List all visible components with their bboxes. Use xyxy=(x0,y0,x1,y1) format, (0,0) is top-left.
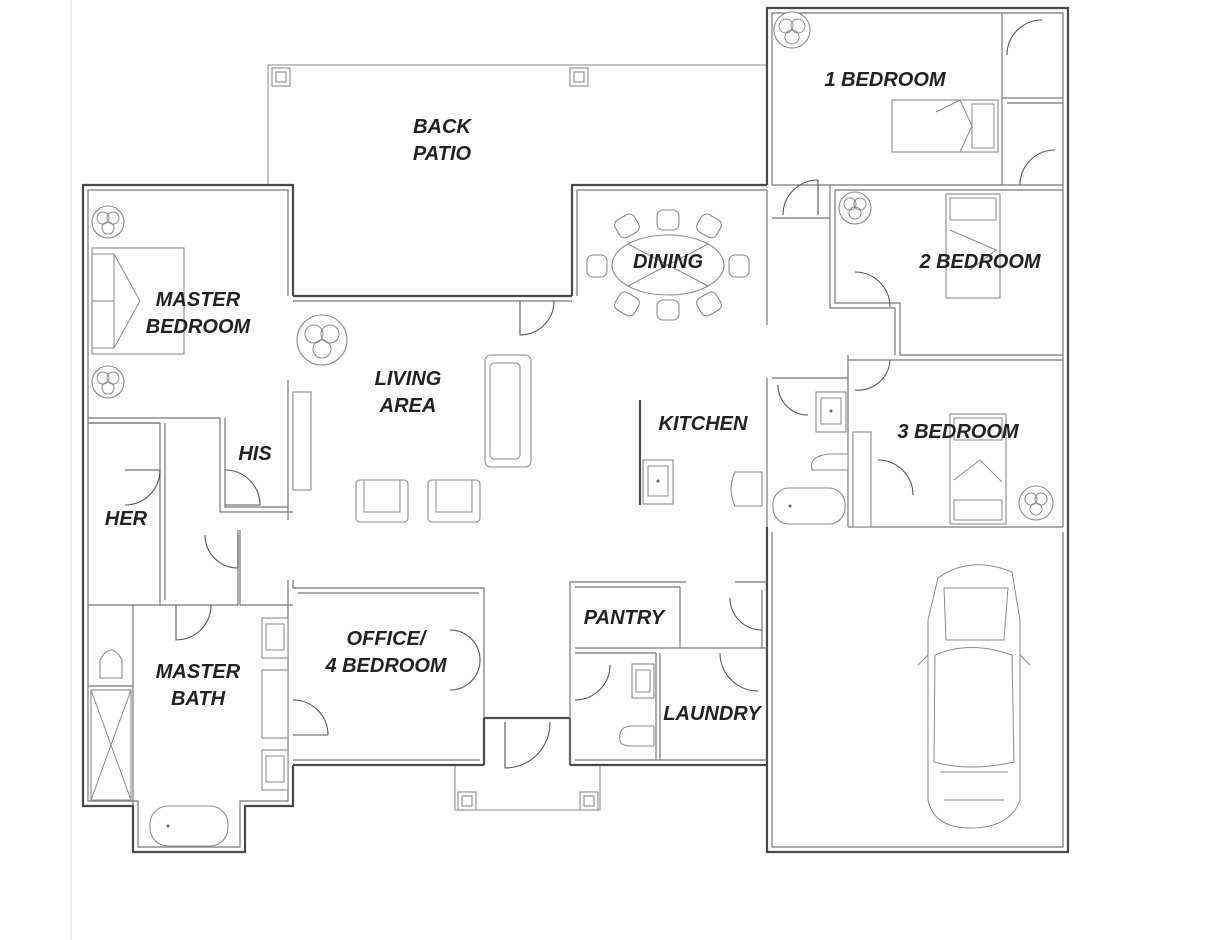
room-label-bedroom-2: 2 BEDROOM xyxy=(918,251,1041,273)
bed-2 xyxy=(945,193,1001,299)
master-bath-fixtures xyxy=(90,617,289,847)
doors xyxy=(124,19,1056,769)
room-label-dining: DINING xyxy=(633,251,703,273)
exterior-walls xyxy=(81,6,1070,854)
kitchen-island xyxy=(642,459,674,505)
master-bed xyxy=(91,247,185,355)
room-label-master-bedroom-1: MASTER xyxy=(156,289,241,311)
hall-bath-fixtures xyxy=(772,391,849,525)
room-label-office-1: OFFICE/ xyxy=(347,628,428,650)
armchair xyxy=(355,479,409,523)
room-label-office-2: 4 BEDROOM xyxy=(324,655,447,677)
armchair xyxy=(427,479,481,523)
room-label-back-patio-2: PATIO xyxy=(413,143,472,165)
room-label-kitchen: KITCHEN xyxy=(659,413,748,435)
plant-icon xyxy=(91,365,125,399)
room-label-master-bedroom-2: BEDROOM xyxy=(146,316,252,338)
range xyxy=(730,471,763,507)
sofa xyxy=(484,354,532,468)
room-label-bedroom-1: 1 BEDROOM xyxy=(824,69,946,91)
room-label-her: HER xyxy=(105,508,148,530)
room-label-living-area-2: AREA xyxy=(379,395,437,417)
plant-icon xyxy=(91,205,125,239)
room-label-bedroom-3: 3 BEDROOM xyxy=(897,421,1019,443)
room-label-laundry: LAUNDRY xyxy=(663,703,762,725)
plant-icon xyxy=(773,11,811,49)
bed-3 xyxy=(949,413,1007,525)
page-edge-line xyxy=(70,0,72,940)
bed-1 xyxy=(891,99,999,153)
room-label-living-area-1: LIVING xyxy=(375,368,442,390)
room-label-back-patio-1: BACK xyxy=(413,116,472,138)
plant-icon xyxy=(838,191,872,225)
car-outline xyxy=(917,564,1031,829)
room-label-pantry: PANTRY xyxy=(584,607,666,629)
dining-table xyxy=(586,209,750,321)
powder-room-fixtures xyxy=(619,663,655,747)
front-porch xyxy=(454,765,601,811)
interior-walls xyxy=(88,13,1063,806)
room-labels: BACK PATIO 1 BEDROOM 2 BEDROOM 3 BEDROOM… xyxy=(105,69,1042,725)
plant-icon xyxy=(296,314,348,366)
room-label-master-bath-2: BATH xyxy=(171,688,226,710)
plant-icon xyxy=(1018,485,1054,521)
back-patio xyxy=(267,64,767,185)
room-label-his: HIS xyxy=(238,443,272,465)
room-label-master-bath-1: MASTER xyxy=(156,661,241,683)
